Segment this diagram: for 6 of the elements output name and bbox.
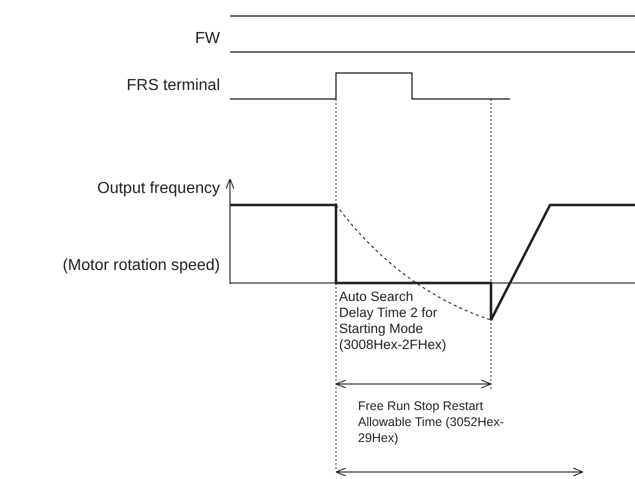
annotation-text: Free Run Stop Restart Allowable Time (3052Hex-29Hex) <box>358 398 505 446</box>
signal-name: (Motor rotation speed) <box>62 257 220 275</box>
signal-name: FW <box>195 30 220 48</box>
signal-name: Output frequency <box>97 180 220 198</box>
signal-name: FRS terminal <box>126 77 220 95</box>
annotation-text: Auto Search Delay Time 2 for Starting Mode (3008Hex-2FHex) <box>339 289 448 353</box>
